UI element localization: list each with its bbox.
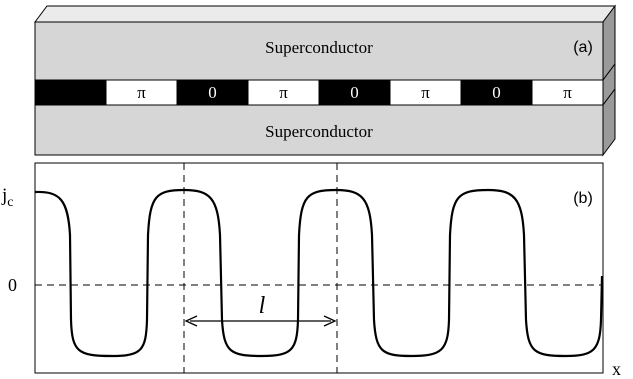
plot-frame (34, 162, 604, 374)
junction-segment-label: π (137, 83, 146, 102)
panel-b: l (b) jc 0 x (1, 162, 621, 379)
junction-segment-label: 0 (492, 83, 501, 102)
x-axis-label: x (612, 359, 621, 379)
period-arrow-right-head (323, 315, 337, 327)
junction-segment-label: π (563, 83, 572, 102)
bottom-superconductor-layer (34, 104, 604, 156)
period-arrow-left-head (184, 315, 198, 327)
panel-a: Superconductor (a) π 0 π 0 π 0 π Superconducto… (34, 4, 616, 157)
bottom-layer-label: Superconductor (265, 122, 373, 141)
top-layer-label: Superconductor (265, 38, 373, 57)
top-superconductor-layer (34, 21, 604, 81)
pi-junction-segment (389, 79, 462, 106)
top-layer-top-face (34, 5, 616, 23)
panel-b-label: (b) (573, 190, 593, 207)
junction-segment-label: 0 (208, 83, 217, 102)
junction-barrier: π 0 π 0 π 0 π (34, 79, 604, 106)
junction-segment-label: 0 (350, 83, 359, 102)
y-axis-label: jc (1, 185, 14, 210)
zero-junction-segment (460, 79, 533, 106)
zero-junction-segment (176, 79, 249, 106)
zero-junction-segment (34, 79, 107, 106)
pi-junction-segment (247, 79, 320, 106)
y-axis-label-subscript: c (7, 195, 13, 210)
zero-label: 0 (8, 275, 17, 295)
junction-segment-label: π (279, 83, 288, 102)
panel-a-label: (a) (573, 39, 593, 56)
junction-segment-label: π (421, 83, 430, 102)
critical-current-curve (34, 188, 604, 358)
period-label: l (259, 293, 266, 319)
y-axis-label-main: j (1, 185, 7, 206)
